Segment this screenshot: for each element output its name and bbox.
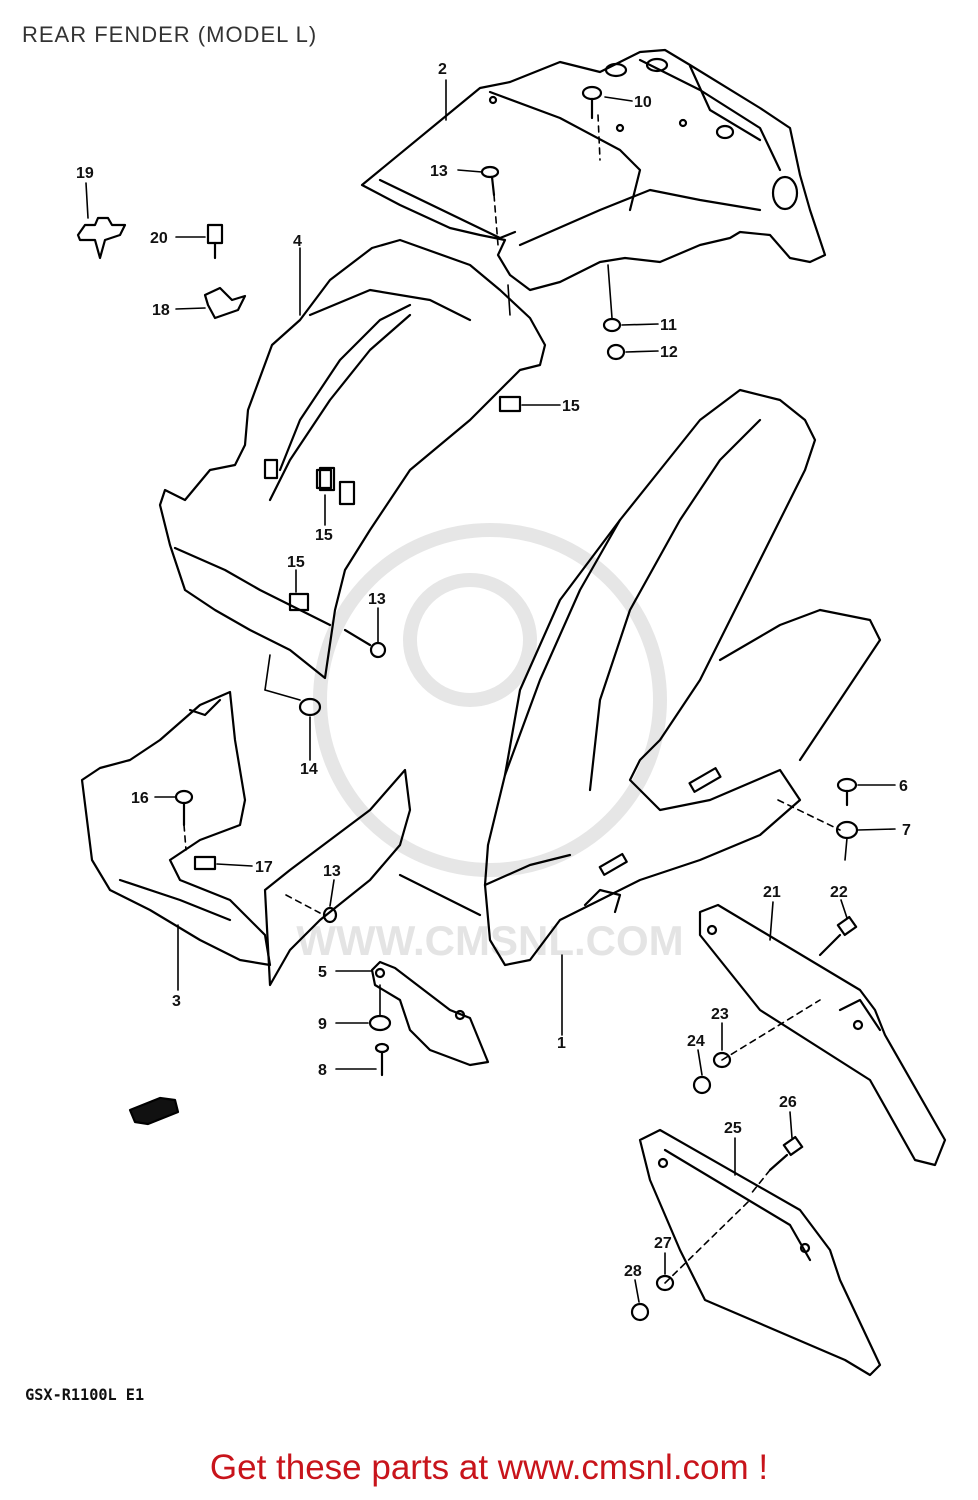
callout-27: 27 xyxy=(654,1235,672,1252)
callout-7: 7 xyxy=(902,822,911,839)
callout-1: 1 xyxy=(557,1035,566,1052)
callout-22: 22 xyxy=(830,884,848,901)
part-2-rear-cover xyxy=(360,48,827,292)
callout-8: 8 xyxy=(318,1062,327,1079)
callout-2: 2 xyxy=(438,61,447,78)
callout-4: 4 xyxy=(293,233,302,250)
callout-13-low: 13 xyxy=(323,863,341,880)
callout-19: 19 xyxy=(76,165,94,182)
callout-10: 10 xyxy=(634,94,652,111)
callout-16: 16 xyxy=(131,790,149,807)
callout-leaders xyxy=(85,79,896,1303)
callout-20: 20 xyxy=(150,230,168,247)
callout-14: 14 xyxy=(300,761,318,778)
callout-26: 26 xyxy=(779,1094,797,1111)
callout-15-right: 15 xyxy=(562,398,580,415)
part-21-plate-bracket xyxy=(698,903,947,1167)
callout-18: 18 xyxy=(152,302,170,319)
callout-12: 12 xyxy=(660,344,678,361)
callout-labels: 1 2 3 4 5 6 7 8 9 10 11 12 13 13 13 14 1… xyxy=(76,61,911,1280)
callout-23: 23 xyxy=(711,1006,729,1023)
part-5-bracket xyxy=(370,960,490,1067)
callout-28: 28 xyxy=(624,1263,642,1280)
callout-11: 11 xyxy=(660,317,677,334)
part-1-rear-fender xyxy=(483,388,882,967)
guide-lines xyxy=(183,114,848,1284)
callout-3: 3 xyxy=(172,993,181,1010)
callout-15-mid: 15 xyxy=(315,527,333,544)
part-3-lower-panel xyxy=(80,690,272,967)
hardware xyxy=(76,85,859,1322)
callout-13-mid: 13 xyxy=(368,591,386,608)
callout-17: 17 xyxy=(255,859,273,876)
part-flap xyxy=(263,768,482,987)
callout-15-left: 15 xyxy=(287,554,305,571)
page-title: REAR FENDER (MODEL L) xyxy=(22,22,318,47)
callout-6: 6 xyxy=(899,778,908,795)
callout-21: 21 xyxy=(763,884,781,901)
callout-25: 25 xyxy=(724,1120,742,1137)
callout-13-top: 13 xyxy=(430,163,448,180)
callout-5: 5 xyxy=(318,964,327,981)
model-code: GSX-R1100L E1 xyxy=(25,1385,145,1404)
part-25-plate-bracket xyxy=(638,1128,882,1377)
shop-link[interactable]: Get these parts at www.cmsnl.com ! xyxy=(209,1448,769,1487)
callout-9: 9 xyxy=(318,1016,327,1033)
callout-24: 24 xyxy=(687,1033,705,1050)
part-4-inner-fender xyxy=(158,238,547,680)
